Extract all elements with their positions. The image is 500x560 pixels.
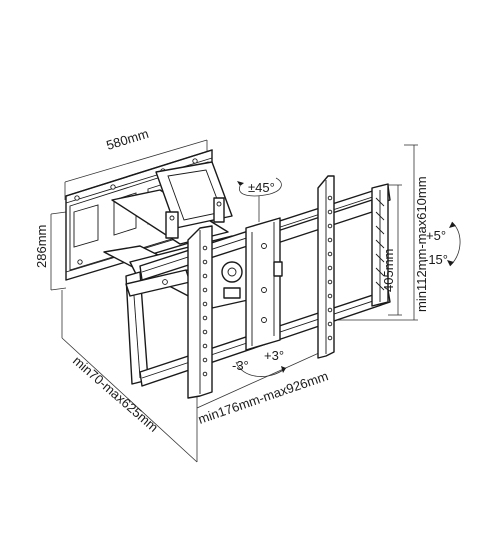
- swivel-label: ±45°: [248, 180, 275, 195]
- height-label: 286mm: [34, 225, 49, 268]
- swivel-arc: [237, 177, 282, 222]
- width-label: 580mm: [104, 126, 150, 153]
- hanger-right-holes: [327, 195, 333, 341]
- dimension-lines: [50, 139, 418, 463]
- hanger-left-holes: [202, 245, 208, 377]
- tilt-up-label: +5°: [426, 228, 446, 243]
- right-channel-slots: [375, 197, 385, 291]
- vertical-range-label: min112mm-max610mm: [414, 176, 429, 312]
- tilt-arc: [447, 221, 461, 267]
- vertical-hanger-right: [317, 175, 335, 359]
- rotate-arc: [235, 361, 287, 377]
- center-plate: [245, 217, 283, 351]
- tilt-down-label: -15°: [424, 252, 448, 267]
- rotate-plus-label: +3°: [264, 348, 284, 363]
- vesa-vertical-label: 405mm: [381, 249, 396, 292]
- rotate-minus-label: -3°: [232, 358, 249, 373]
- vertical-hanger-left: [187, 225, 213, 399]
